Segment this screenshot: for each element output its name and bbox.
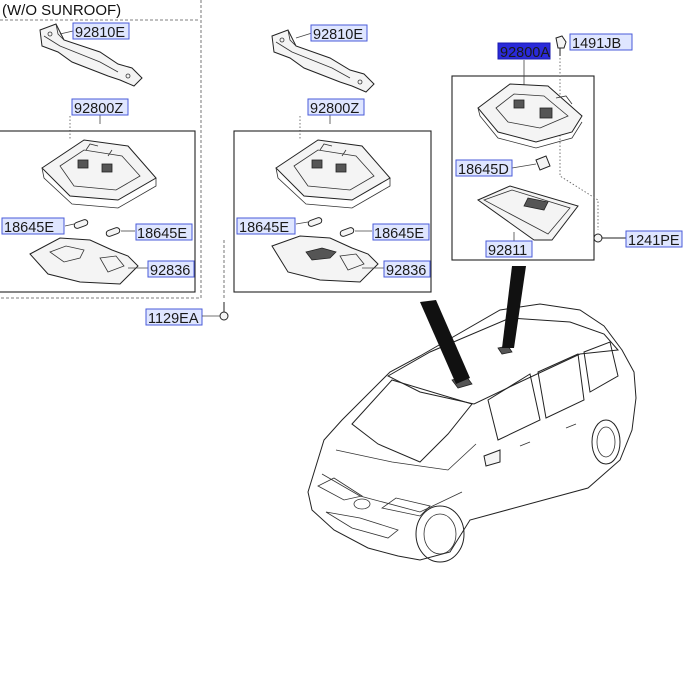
screw-icon [219, 302, 229, 321]
part-label: 18645D [455, 159, 513, 178]
bracket-icon [39, 23, 143, 87]
svg-text:18645E: 18645E [137, 226, 187, 242]
group-frame [0, 130, 196, 293]
svg-text:92811: 92811 [488, 243, 527, 259]
car-icon [307, 303, 637, 563]
svg-text:92836: 92836 [386, 263, 426, 279]
lens-icon [476, 185, 579, 241]
bracket-icon [271, 29, 375, 93]
lamp-housing-icon [477, 83, 583, 149]
group-frame [233, 130, 432, 293]
part-label: 1491JB [569, 33, 633, 52]
leader-line [295, 32, 313, 39]
bulb-icon [295, 217, 323, 227]
left-group [0, 23, 196, 293]
svg-text:18645E: 18645E [374, 226, 424, 242]
part-label: 1241PE [625, 230, 683, 249]
group-frame [451, 75, 595, 261]
part-label: 18645E [372, 223, 430, 242]
svg-text:92836: 92836 [150, 263, 190, 279]
svg-text:1491JB: 1491JB [572, 36, 621, 52]
lamp-housing-icon [275, 139, 391, 209]
part-label: 92810E [72, 22, 130, 41]
part-label: 92810E [310, 24, 368, 43]
pointer-arrow [502, 266, 526, 348]
part-label: 92836 [147, 260, 195, 279]
middle-group [219, 29, 432, 321]
svg-text:92810E: 92810E [75, 25, 125, 41]
section-boundary [0, 0, 202, 299]
svg-text:18645D: 18645D [458, 162, 509, 178]
svg-text:92800Z: 92800Z [310, 101, 359, 117]
right-group [451, 35, 626, 261]
part-label-highlighted: 92800A [497, 42, 551, 61]
lamp-housing-icon [41, 139, 157, 209]
leader-line [559, 58, 599, 230]
part-label: 92836 [383, 260, 431, 279]
part-label: 18645E [236, 217, 296, 236]
pointer-arrow [420, 300, 470, 384]
part-label: 92800Z [307, 98, 365, 117]
bulb-icon [105, 227, 135, 237]
part-label: 92800Z [71, 98, 129, 117]
svg-text:18645E: 18645E [239, 220, 289, 236]
screw-icon [593, 233, 626, 243]
bulb-icon [511, 155, 551, 171]
bulb-icon [339, 227, 372, 237]
svg-text:92810E: 92810E [313, 27, 363, 43]
sunroof-note: (W/O SUNROOF) [2, 2, 121, 19]
clip-icon [555, 35, 567, 56]
leader-line [59, 30, 74, 35]
part-label: 92811 [485, 240, 533, 259]
svg-text:92800A: 92800A [500, 45, 550, 61]
part-label: 18645E [135, 223, 193, 242]
svg-text:92800Z: 92800Z [74, 101, 123, 117]
svg-text:1129EA: 1129EA [148, 311, 199, 327]
svg-text:1241PE: 1241PE [628, 233, 680, 249]
svg-text:18645E: 18645E [4, 220, 54, 236]
part-label: 1129EA [145, 308, 203, 327]
lens-icon [271, 235, 379, 283]
lens-icon [29, 237, 139, 285]
part-label: 18645E [1, 217, 65, 236]
bulb-icon [64, 219, 89, 229]
